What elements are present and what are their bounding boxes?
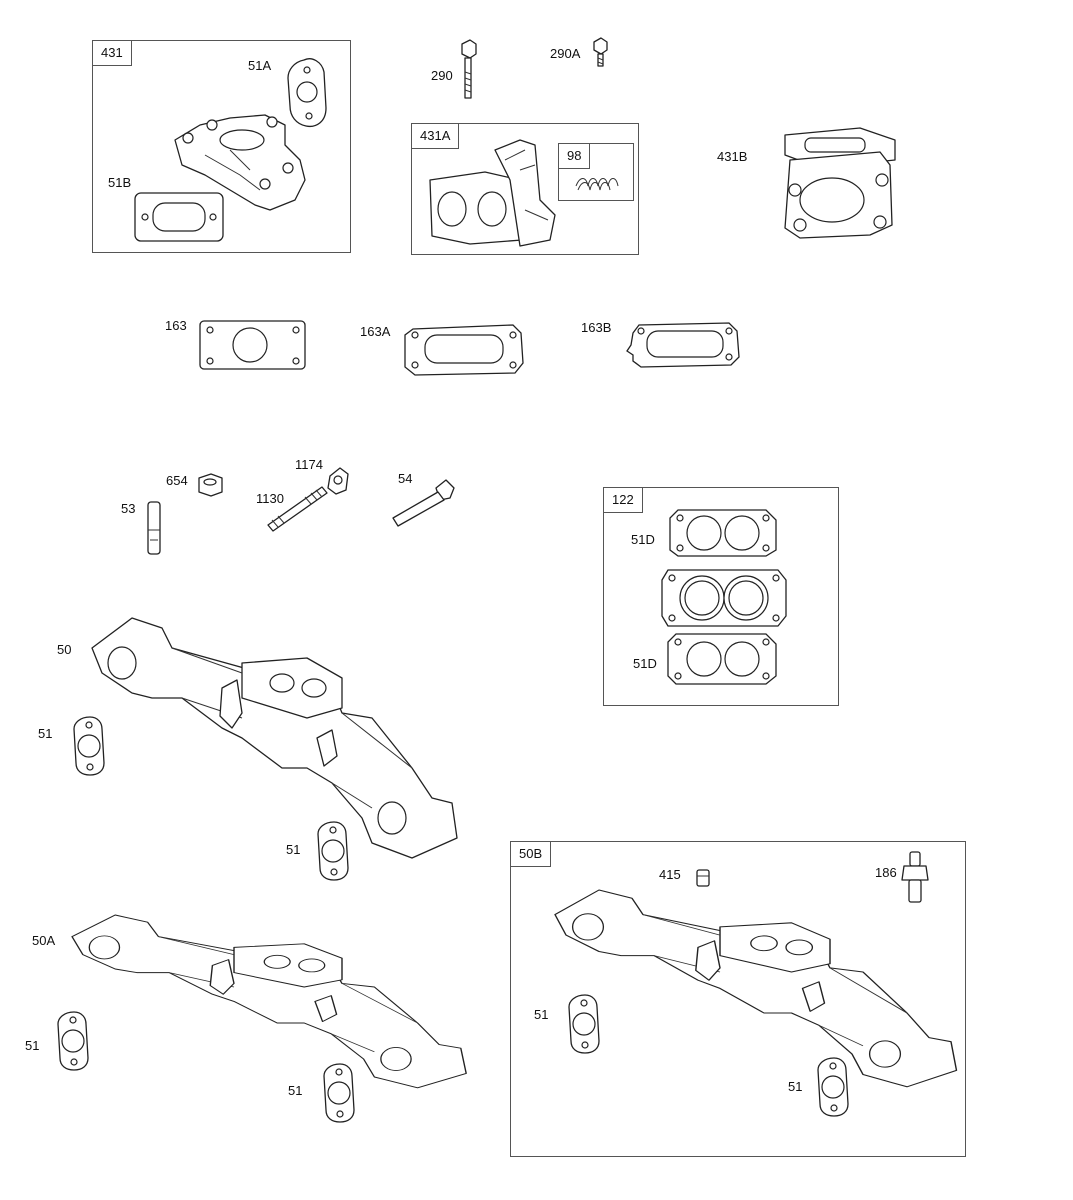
- label-51-e: 51: [534, 1007, 549, 1022]
- label-431B: 431B: [717, 149, 748, 164]
- part-50-manifold: [91, 617, 458, 859]
- part-51-gasket-b: [317, 821, 349, 881]
- label-51D-top: 51D: [631, 532, 655, 547]
- label-51-d: 51: [288, 1083, 303, 1098]
- label-290A: 290A: [550, 46, 581, 61]
- label-163B: 163B: [581, 320, 612, 335]
- part-290-bolt: [461, 39, 477, 99]
- label-51-f: 51: [788, 1079, 803, 1094]
- label-163A: 163A: [360, 324, 391, 339]
- label-654: 654: [166, 473, 188, 488]
- part-51-gasket-c: [57, 1011, 89, 1071]
- part-431-adapter: [174, 114, 306, 211]
- box-431: 431: [92, 40, 351, 253]
- label-1174: 1174: [295, 457, 323, 472]
- part-98-spring: [575, 178, 619, 191]
- part-163B-gasket: [626, 322, 740, 368]
- part-51D-gasket-top: [669, 509, 777, 557]
- label-51B: 51B: [108, 175, 132, 190]
- part-51-gasket-d: [323, 1063, 355, 1123]
- part-163A-gasket: [404, 324, 524, 376]
- part-163-gasket: [199, 320, 306, 370]
- part-415-plug: [696, 869, 710, 887]
- box-431A-tag: 431A: [412, 124, 460, 149]
- part-1130-stud: [267, 486, 328, 532]
- label-1130: 1130: [256, 491, 284, 506]
- box-431A: 431A: [411, 123, 639, 255]
- box-50B-tag: 50B: [511, 842, 552, 867]
- label-51A: 51A: [248, 58, 272, 73]
- label-51D-bottom: 51D: [633, 656, 657, 671]
- label-50: 50: [57, 642, 72, 657]
- box-98-tag: 98: [559, 144, 591, 169]
- part-1174-nut: [327, 467, 349, 495]
- part-51A-gasket: [287, 58, 327, 128]
- box-431-tag: 431: [93, 41, 132, 66]
- label-186: 186: [875, 865, 897, 880]
- label-54: 54: [398, 471, 413, 486]
- box-50B: 50B: [510, 841, 966, 1157]
- box-98: 98: [558, 143, 634, 201]
- part-290A-bolt: [593, 37, 608, 67]
- label-50A: 50A: [32, 933, 56, 948]
- label-51-a: 51: [38, 726, 53, 741]
- label-163: 163: [165, 318, 187, 333]
- part-50A-manifold: [71, 914, 467, 1089]
- part-431A-adapter: [429, 139, 556, 247]
- part-54-bolt: [392, 479, 455, 527]
- label-51-b: 51: [286, 842, 301, 857]
- label-290: 290: [431, 68, 453, 83]
- box-122-tag: 122: [604, 488, 643, 513]
- part-186-fitting: [901, 851, 929, 903]
- part-122-carb-spacer: [661, 569, 787, 627]
- part-51D-gasket-bottom: [667, 633, 777, 685]
- label-415: 415: [659, 867, 681, 882]
- part-654-nut: [198, 473, 223, 497]
- label-53: 53: [121, 501, 136, 516]
- part-53-dowel: [147, 501, 161, 555]
- box-122: 122: [603, 487, 839, 706]
- label-51-c: 51: [25, 1038, 40, 1053]
- part-51B-gasket: [134, 192, 224, 242]
- part-51-gasket-a: [73, 716, 105, 776]
- part-431B-spacer: [784, 127, 896, 239]
